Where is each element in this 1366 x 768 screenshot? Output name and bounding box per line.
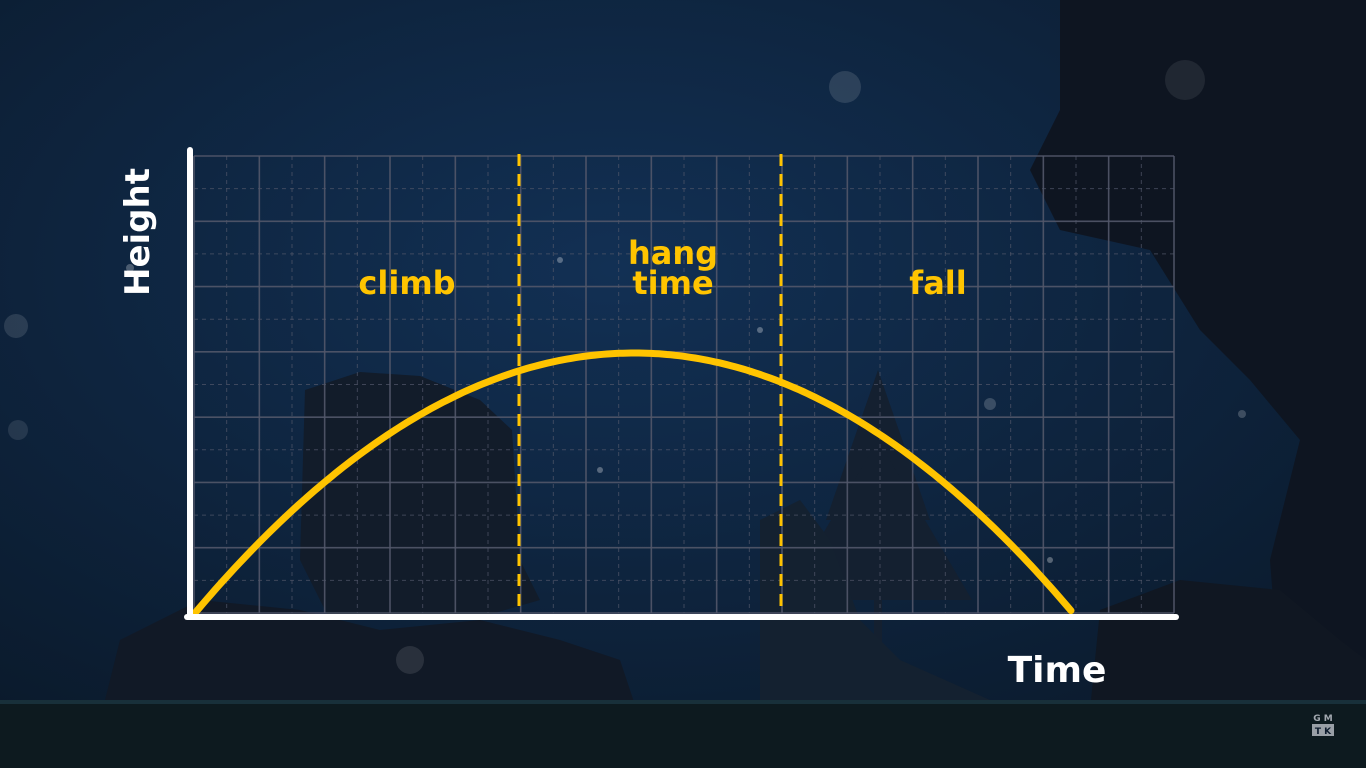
- x-axis-label: Time: [1008, 650, 1107, 691]
- phase-label-climb: climb: [358, 264, 455, 302]
- phase-label-time: time: [632, 264, 713, 302]
- y-axis-label: Height: [118, 168, 158, 296]
- watermark-line-1: G M: [1313, 714, 1333, 724]
- watermark-line-2: T K: [1315, 727, 1332, 737]
- phase-label-hang: hang: [628, 234, 718, 272]
- phase-label-fall: fall: [909, 264, 966, 302]
- gmtk-logo-icon: G M T K: [1312, 714, 1334, 737]
- jump-arc-curve: [191, 349, 1075, 617]
